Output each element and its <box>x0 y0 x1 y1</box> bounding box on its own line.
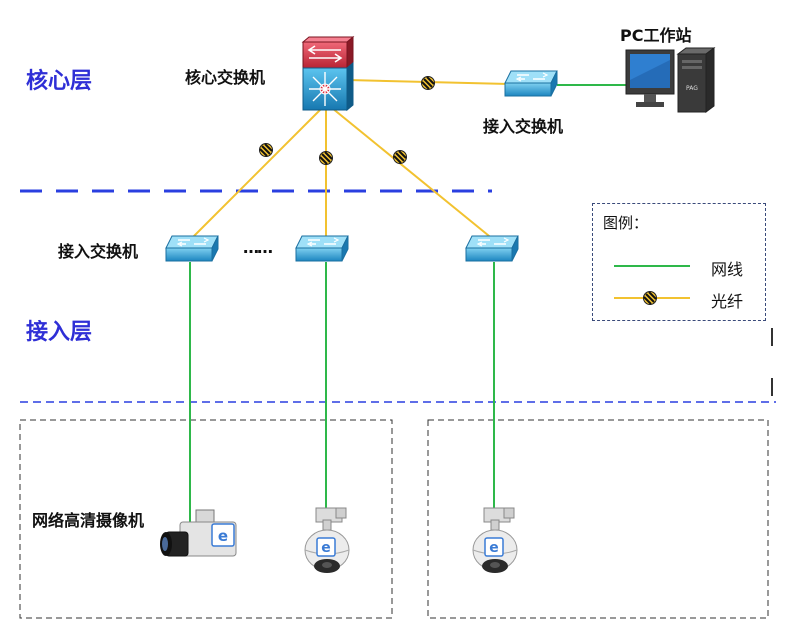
legend-title: 图例： <box>603 214 649 232</box>
core-layer-label: 核心层 <box>26 69 93 94</box>
fiber-marker <box>318 150 334 166</box>
legend: 图例： 网线 光纤 <box>592 203 766 321</box>
access-switch-icon-top <box>504 70 558 97</box>
pc-logo-text: PAG <box>686 85 698 92</box>
access-switch-icon-right <box>465 235 519 262</box>
legend-cable-label: 网线 <box>711 260 744 279</box>
svg-text:e: e <box>218 527 228 545</box>
legend-fiber-label: 光纤 <box>711 292 744 311</box>
camera-group-box-right <box>427 419 769 619</box>
fiber-link-core-right <box>331 107 495 241</box>
ellipsis-label: …… <box>243 238 273 257</box>
pc-workstation-label: PC工作站 <box>620 26 692 45</box>
fiber-marker <box>420 75 436 91</box>
access-switch-icon-middle <box>295 235 349 262</box>
core-switch-label: 核心交换机 <box>185 68 266 87</box>
dome-camera-icon-left <box>304 507 350 574</box>
camera-group-box-left <box>19 419 393 619</box>
pc-workstation-icon: PAG <box>625 47 716 113</box>
cable-links <box>189 84 628 530</box>
fiber-link-core-left <box>189 107 323 241</box>
access-layer-label: 接入层 <box>26 320 93 345</box>
fiber-marker <box>392 149 408 165</box>
fiber-marker <box>258 142 274 158</box>
access-switch-label-left: 接入交换机 <box>58 242 139 261</box>
cameras-label: 网络高清摄像机 <box>32 511 145 530</box>
dome-camera-icon-right <box>472 507 518 574</box>
core-switch-icon <box>301 35 355 112</box>
access-switch-label-top: 接入交换机 <box>483 117 564 136</box>
box-camera-icon: e <box>160 509 237 557</box>
access-switch-icon-left <box>165 235 219 262</box>
